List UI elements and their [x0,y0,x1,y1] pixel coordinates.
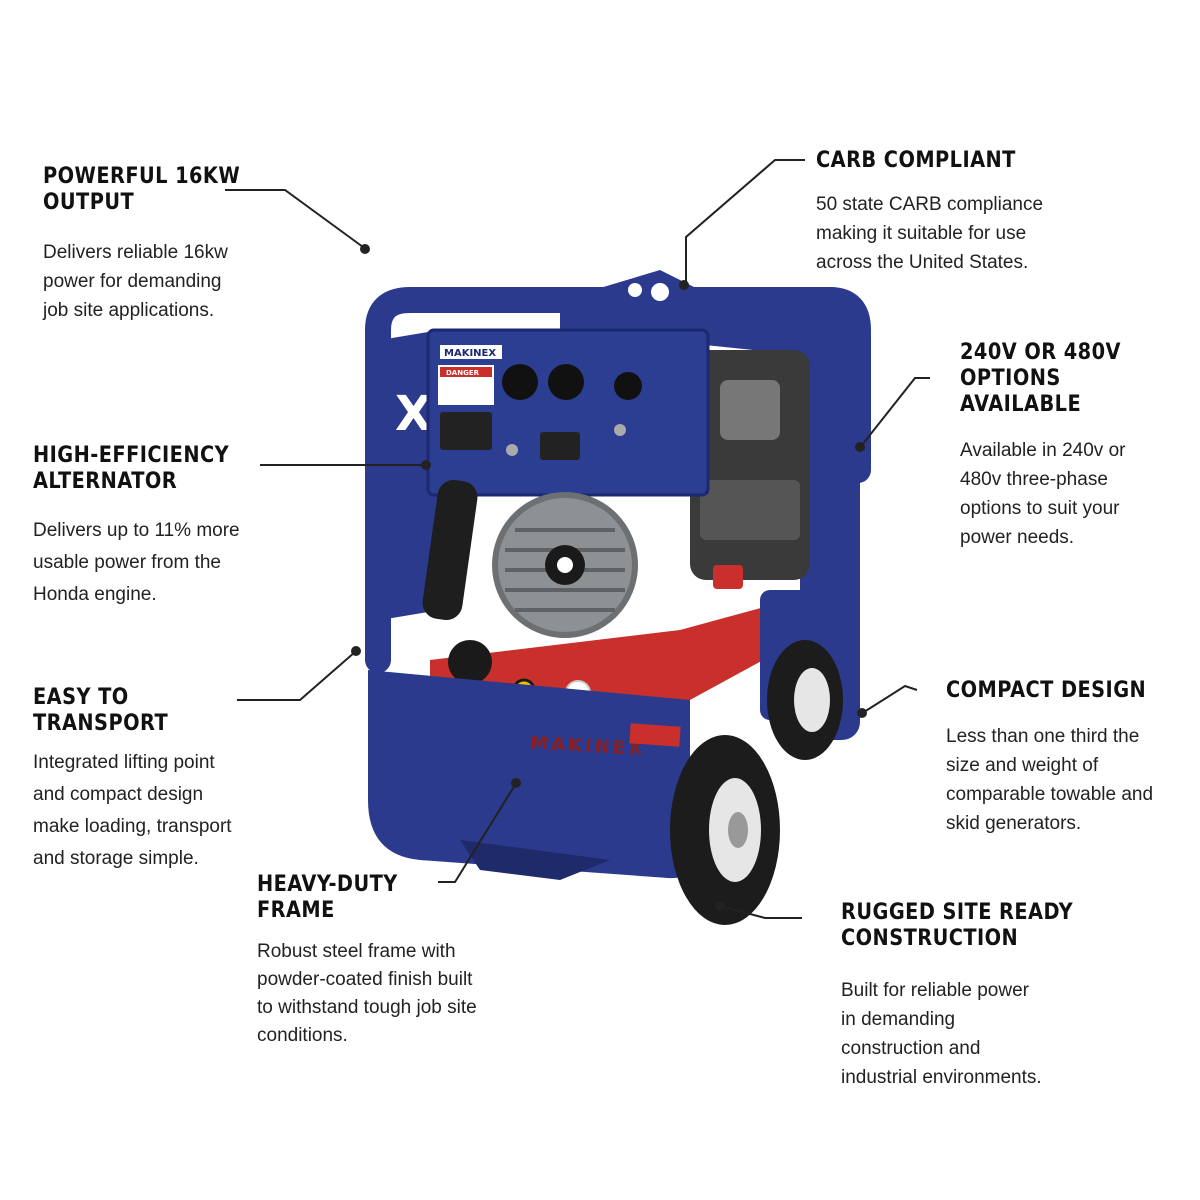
feature-heavy-duty-frame: HEAVY-DUTY FRAME Robust steel frame with… [257,872,557,1050]
callout-line-transport [237,651,356,701]
feature-title: 240V OR 480V OPTIONS AVAILABLE [960,340,1121,417]
callout-line-frame [438,784,516,883]
feature-carb-compliant: CARB COMPLIANT 50 state CARB compliance … [816,148,1146,277]
feature-body: Less than one third the size and weight … [946,726,1154,834]
feature-body: Available in 240v or 480v three-phase op… [960,440,1126,548]
feature-body: 50 state CARB compliance making it suita… [816,194,1044,273]
feature-alternator: HIGH-EFFICIENCY ALTERNATOR Delivers up t… [33,443,333,611]
feature-body: Robust steel frame with powder-coated fi… [257,941,477,1046]
front-wheel-hub [728,812,748,848]
outlet-3 [614,372,642,400]
callout-dot-carb [679,280,689,290]
callout-dot-alternator [421,460,431,470]
rear-wheel-rim [794,668,830,732]
outlet-2 [548,364,584,400]
callout-line-rugged [719,905,802,919]
front-cover-plate [368,670,690,879]
feature-rugged-construction: RUGGED SITE READY CONSTRUCTION Built for… [841,900,1141,1092]
callout-line-carb [685,159,805,285]
frame-logo: X [395,386,432,442]
feature-title: CARB COMPLIANT [816,148,1016,173]
feature-body: Delivers reliable 16kw power for demandi… [43,242,228,321]
skid-base [460,840,610,880]
front-frame-tube [365,287,871,673]
feature-voltage-options: 240V OR 480V OPTIONS AVAILABLE Available… [960,340,1190,552]
cover-warning-label [629,723,681,747]
feature-title: HEAVY-DUTY FRAME [257,872,398,923]
fuel-cap [448,640,492,684]
callout-line-voltage [861,377,930,446]
carb-badge [649,281,671,303]
feature-body: Built for reliable power in demanding co… [841,980,1042,1088]
alternator-label [557,557,573,573]
feature-body: Integrated lifting point and compact des… [33,752,232,869]
callout-dot-rugged [715,901,725,911]
feature-powerful-output: POWERFUL 16KW OUTPUT Delivers reliable 1… [43,164,363,325]
feature-title: POWERFUL 16KW OUTPUT [43,164,241,215]
engine-cover [720,380,780,440]
callout-dot-frame [511,778,521,788]
feature-easy-transport: EASY TO TRANSPORT Integrated lifting poi… [33,685,333,875]
feature-body: Delivers up to 11% more usable power fro… [33,520,240,605]
handle-grip [422,479,478,621]
outlet-1 [502,364,538,400]
panel-brand-plate [440,345,502,359]
callout-dot-voltage [855,442,865,452]
engine-fins [700,480,800,540]
callout-line-compact [863,684,918,713]
feature-title: EASY TO TRANSPORT [33,685,169,736]
panel-brand-text: MAKINEX [444,348,496,359]
fuel-tank [430,600,800,700]
danger-label-header [440,367,492,377]
breaker-block [440,412,492,450]
left-side-plate [380,330,440,620]
feature-title: RUGGED SITE READY CONSTRUCTION [841,900,1074,951]
danger-label-text: DANGER [446,369,480,377]
lifting-point [628,283,642,297]
callout-dot-compact [857,708,867,718]
feature-compact-design: COMPACT DESIGN Less than one third the s… [946,678,1196,838]
callout-line-powerful-output [225,189,364,248]
panel-switch [506,444,518,456]
feature-title: HIGH-EFFICIENCY ALTERNATOR [33,443,230,494]
gfci-outlet [540,432,580,460]
feature-title: COMPACT DESIGN [946,678,1147,703]
callout-dot-transport [351,646,361,656]
callout-dot-powerful-output [360,244,370,254]
panel-indicator [614,424,626,436]
terminal-cap [713,565,743,589]
